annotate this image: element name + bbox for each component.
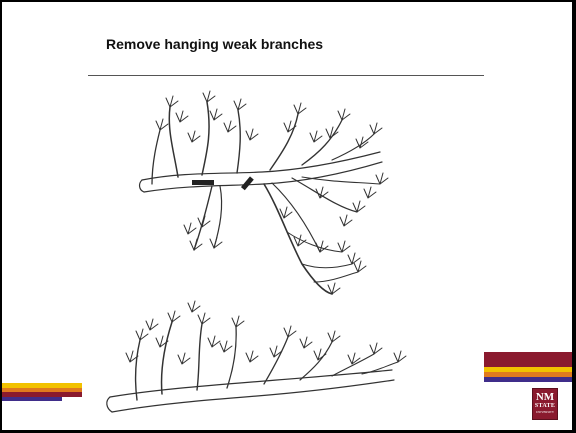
nmsu-logo-icon: NM STATE UNIVERSITY: [532, 388, 558, 420]
brand-stripes-left: [2, 383, 82, 403]
brand-stripes-right: [484, 352, 572, 382]
slide: Remove hanging weak branches: [2, 2, 572, 430]
branch-after-pruning-drawing: [107, 301, 406, 412]
stripe-purple: [2, 397, 62, 401]
logo-state-text: STATE: [533, 403, 557, 410]
branch-before-pruning-drawing: [140, 91, 388, 294]
logo-university-text: UNIVERSITY: [533, 410, 557, 414]
stripe-crimson: [484, 352, 572, 367]
stripe-purple: [484, 377, 572, 382]
logo-nm-text: NM: [533, 391, 557, 403]
